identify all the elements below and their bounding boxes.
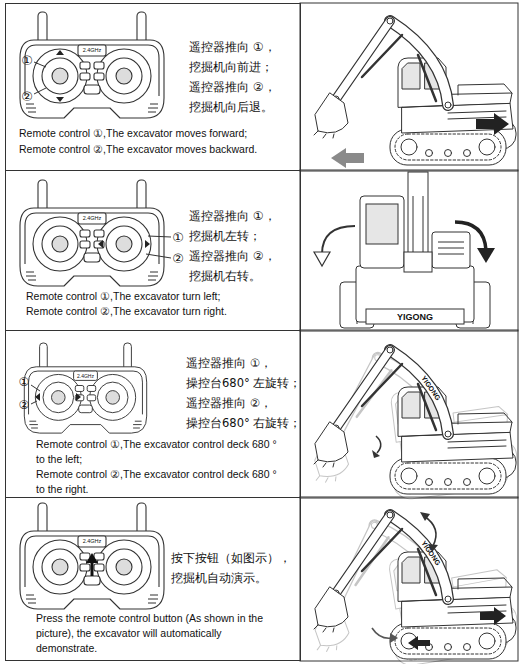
cab [360,196,404,268]
counterweight [432,232,470,268]
instruction-text-zh: 遥控器推向 ①， 挖掘机左转； [189,206,301,246]
brand-label: YIGONG [420,540,442,567]
instruction-text-zh: 遥控器推向 ②， 挖掘机向后退。 [189,77,301,117]
callout-number: ② [19,399,30,411]
callout-number: ① [172,231,184,244]
direction-mark [98,240,103,248]
instruction-text-en: Remote control ②,The excavator turn righ… [26,304,296,319]
excavator-side-view [314,347,516,494]
boom-base [404,252,432,272]
instruction-text-en: Remote control ②,The excavator moves bac… [19,142,299,157]
instruction-text-en: Remote control ②,The excavator control d… [36,467,288,497]
motion-arrow [372,628,392,638]
instruction-text-en: Press the remote control button (As show… [36,611,274,656]
instruction-panel: 遥控器推向 ①， 操控台680° 左旋转；遥控器推向 ②， 操控台680° 右旋… [5,330,301,498]
backward-arrow [408,636,430,650]
frequency-label: 2.4GHz [83,216,102,222]
callout-number: ② [172,252,184,265]
excavator-side-view [314,512,516,659]
instruction-text-zh: 遥控器推向 ②， 操控台680° 右旋转； [186,393,316,433]
remote-control [24,343,146,433]
direction-mark [145,240,150,248]
turn-left-arrowhead [314,252,330,266]
illustration-panel [300,170,518,331]
callout-number: ① [19,376,30,388]
brand-label: YIGONG [397,313,433,322]
motion-arrowhead [420,512,430,521]
remote-control [20,12,164,118]
remote-control [20,503,164,609]
instruction-text-en: Remote control ①,The excavator turn left… [26,289,296,304]
nameplate-band [366,309,464,324]
rotate-arrow [376,436,381,453]
instruction-text-en: Remote control ①,The excavator moves for… [19,126,299,141]
direction-mark [56,97,64,102]
remote-control [20,180,164,286]
frequency-label: 2.4GHz [83,539,102,545]
cab-window [366,204,398,244]
excavator-ghost [302,340,520,511]
instruction-panel: 按下按钮（如图示）， 挖掘机自动演示。 Press the remote cont… [5,497,301,661]
excavator-ghost [299,503,521,664]
excavator-side-view [314,18,516,165]
leader-line [146,236,171,258]
illustration-panel [300,3,518,171]
instruction-text-en: Remote control ①,The excavator control d… [36,437,288,467]
instruction-panel: 遥控器推向 ①， 挖掘机向前进；遥控器推向 ②， 挖掘机向后退。 Remote c… [5,3,301,171]
brand-label: YIGONG [420,375,442,402]
forward-arrow [480,607,506,625]
instruction-panel: 遥控器推向 ①， 挖掘机左转；遥控器推向 ②， 挖掘机右转。 Remote con… [5,170,301,331]
frequency-label: 2.4GHz [83,48,102,54]
instruction-text-zh: 遥控器推向 ①， 操控台680° 左旋转； [186,353,316,393]
leader-line [34,62,46,94]
turn-right-arrow [455,222,486,250]
direction-mark [56,50,64,55]
instruction-text-zh: 遥控器推向 ①， 挖掘机向前进； [189,37,301,77]
grill [438,242,464,254]
callout-number: ② [21,90,33,103]
press-arrowhead [86,553,98,563]
instruction-text-zh: 遥控器推向 ②， 挖掘机右转。 [189,246,301,286]
instruction-text-zh: 按下按钮（如图示）， 挖掘机自动演示。 [171,548,299,588]
excavator-front-view [340,172,490,328]
press-arrow [91,561,94,576]
rotate-arrowhead [372,450,380,458]
frequency-label: 2.4GHz [77,373,94,378]
direction-mark [35,393,40,401]
backward-arrow [331,148,364,168]
leader-line [31,385,40,404]
turn-left-arrow [322,226,355,254]
callout-number: ① [21,54,33,67]
forward-arrow [476,113,509,135]
turn-right-arrowhead [477,248,495,263]
motion-arrowhead [390,633,398,643]
direction-mark [76,393,81,401]
